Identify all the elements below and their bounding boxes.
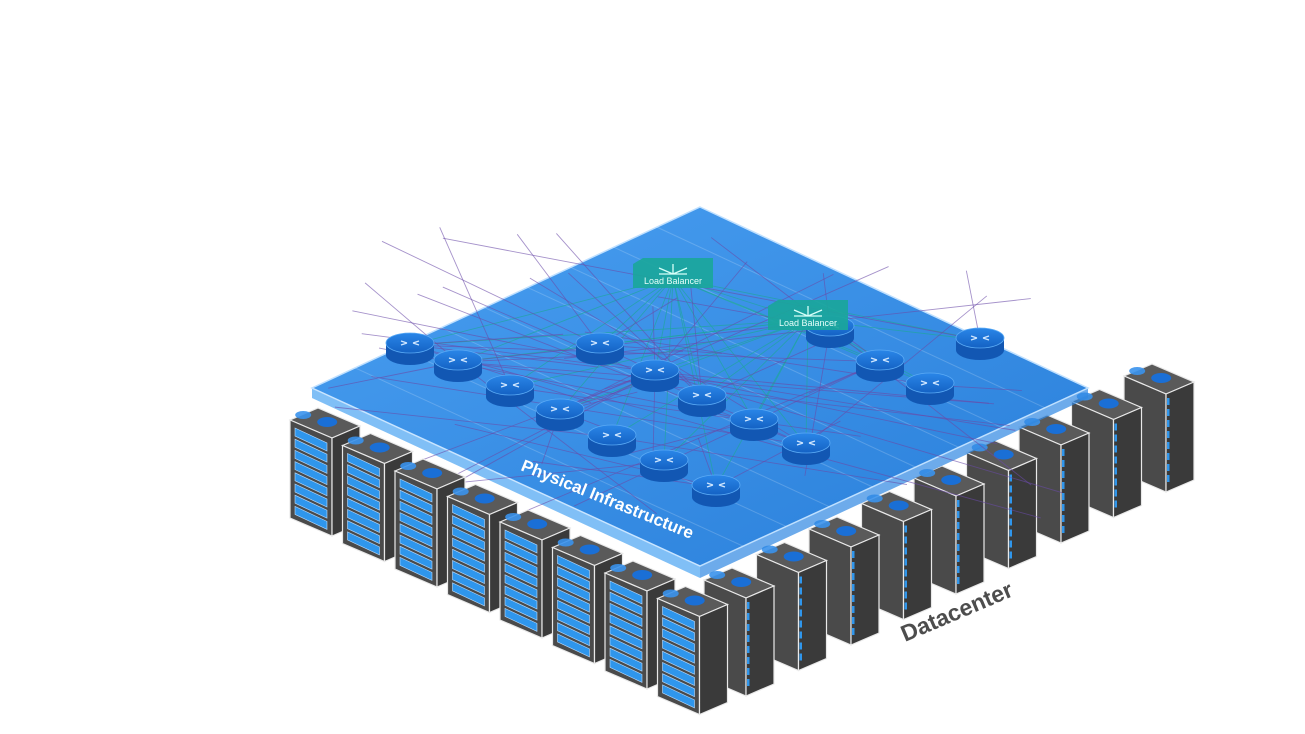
switch-icon xyxy=(579,544,600,555)
switch-icon xyxy=(836,526,857,536)
switch-icon xyxy=(731,577,752,587)
switch-icon xyxy=(317,417,338,427)
router-icon xyxy=(587,424,637,457)
router-icon xyxy=(729,408,779,441)
load-balancer-label: Load Balancer xyxy=(779,318,837,328)
router-icon xyxy=(855,349,905,382)
router-icon xyxy=(535,398,585,431)
switch-icon xyxy=(1098,398,1119,409)
server-racks-back-row xyxy=(702,363,1196,697)
switch-icon xyxy=(684,595,705,606)
router-icon xyxy=(677,384,727,417)
router-icon xyxy=(955,327,1005,360)
load-balancer-label: Load Balancer xyxy=(644,276,702,286)
switch-icon xyxy=(888,500,909,511)
router-icon xyxy=(485,374,535,407)
switch-icon xyxy=(993,449,1014,460)
switch-icon xyxy=(369,442,390,453)
load-balancer-icon: Load Balancer xyxy=(768,300,848,330)
switch-icon xyxy=(527,519,548,529)
switch-icon xyxy=(783,551,804,562)
router-icon xyxy=(639,449,689,482)
switch-icon xyxy=(1151,373,1172,383)
switch-icon xyxy=(422,468,443,478)
router-icon xyxy=(433,349,483,382)
switch-icon xyxy=(1046,424,1067,434)
load-balancer-icon: Load Balancer xyxy=(633,258,713,288)
router-icon xyxy=(905,372,955,405)
switch-icon xyxy=(474,493,495,504)
server-rack-icon xyxy=(655,585,730,716)
router-icon xyxy=(781,432,831,465)
switch-icon xyxy=(941,475,962,485)
router-icon xyxy=(575,332,625,365)
router-icon xyxy=(385,332,435,365)
router-icon xyxy=(691,474,741,507)
router-icon xyxy=(630,359,680,392)
server-racks-front-row xyxy=(288,407,730,716)
switch-icon xyxy=(632,570,653,580)
